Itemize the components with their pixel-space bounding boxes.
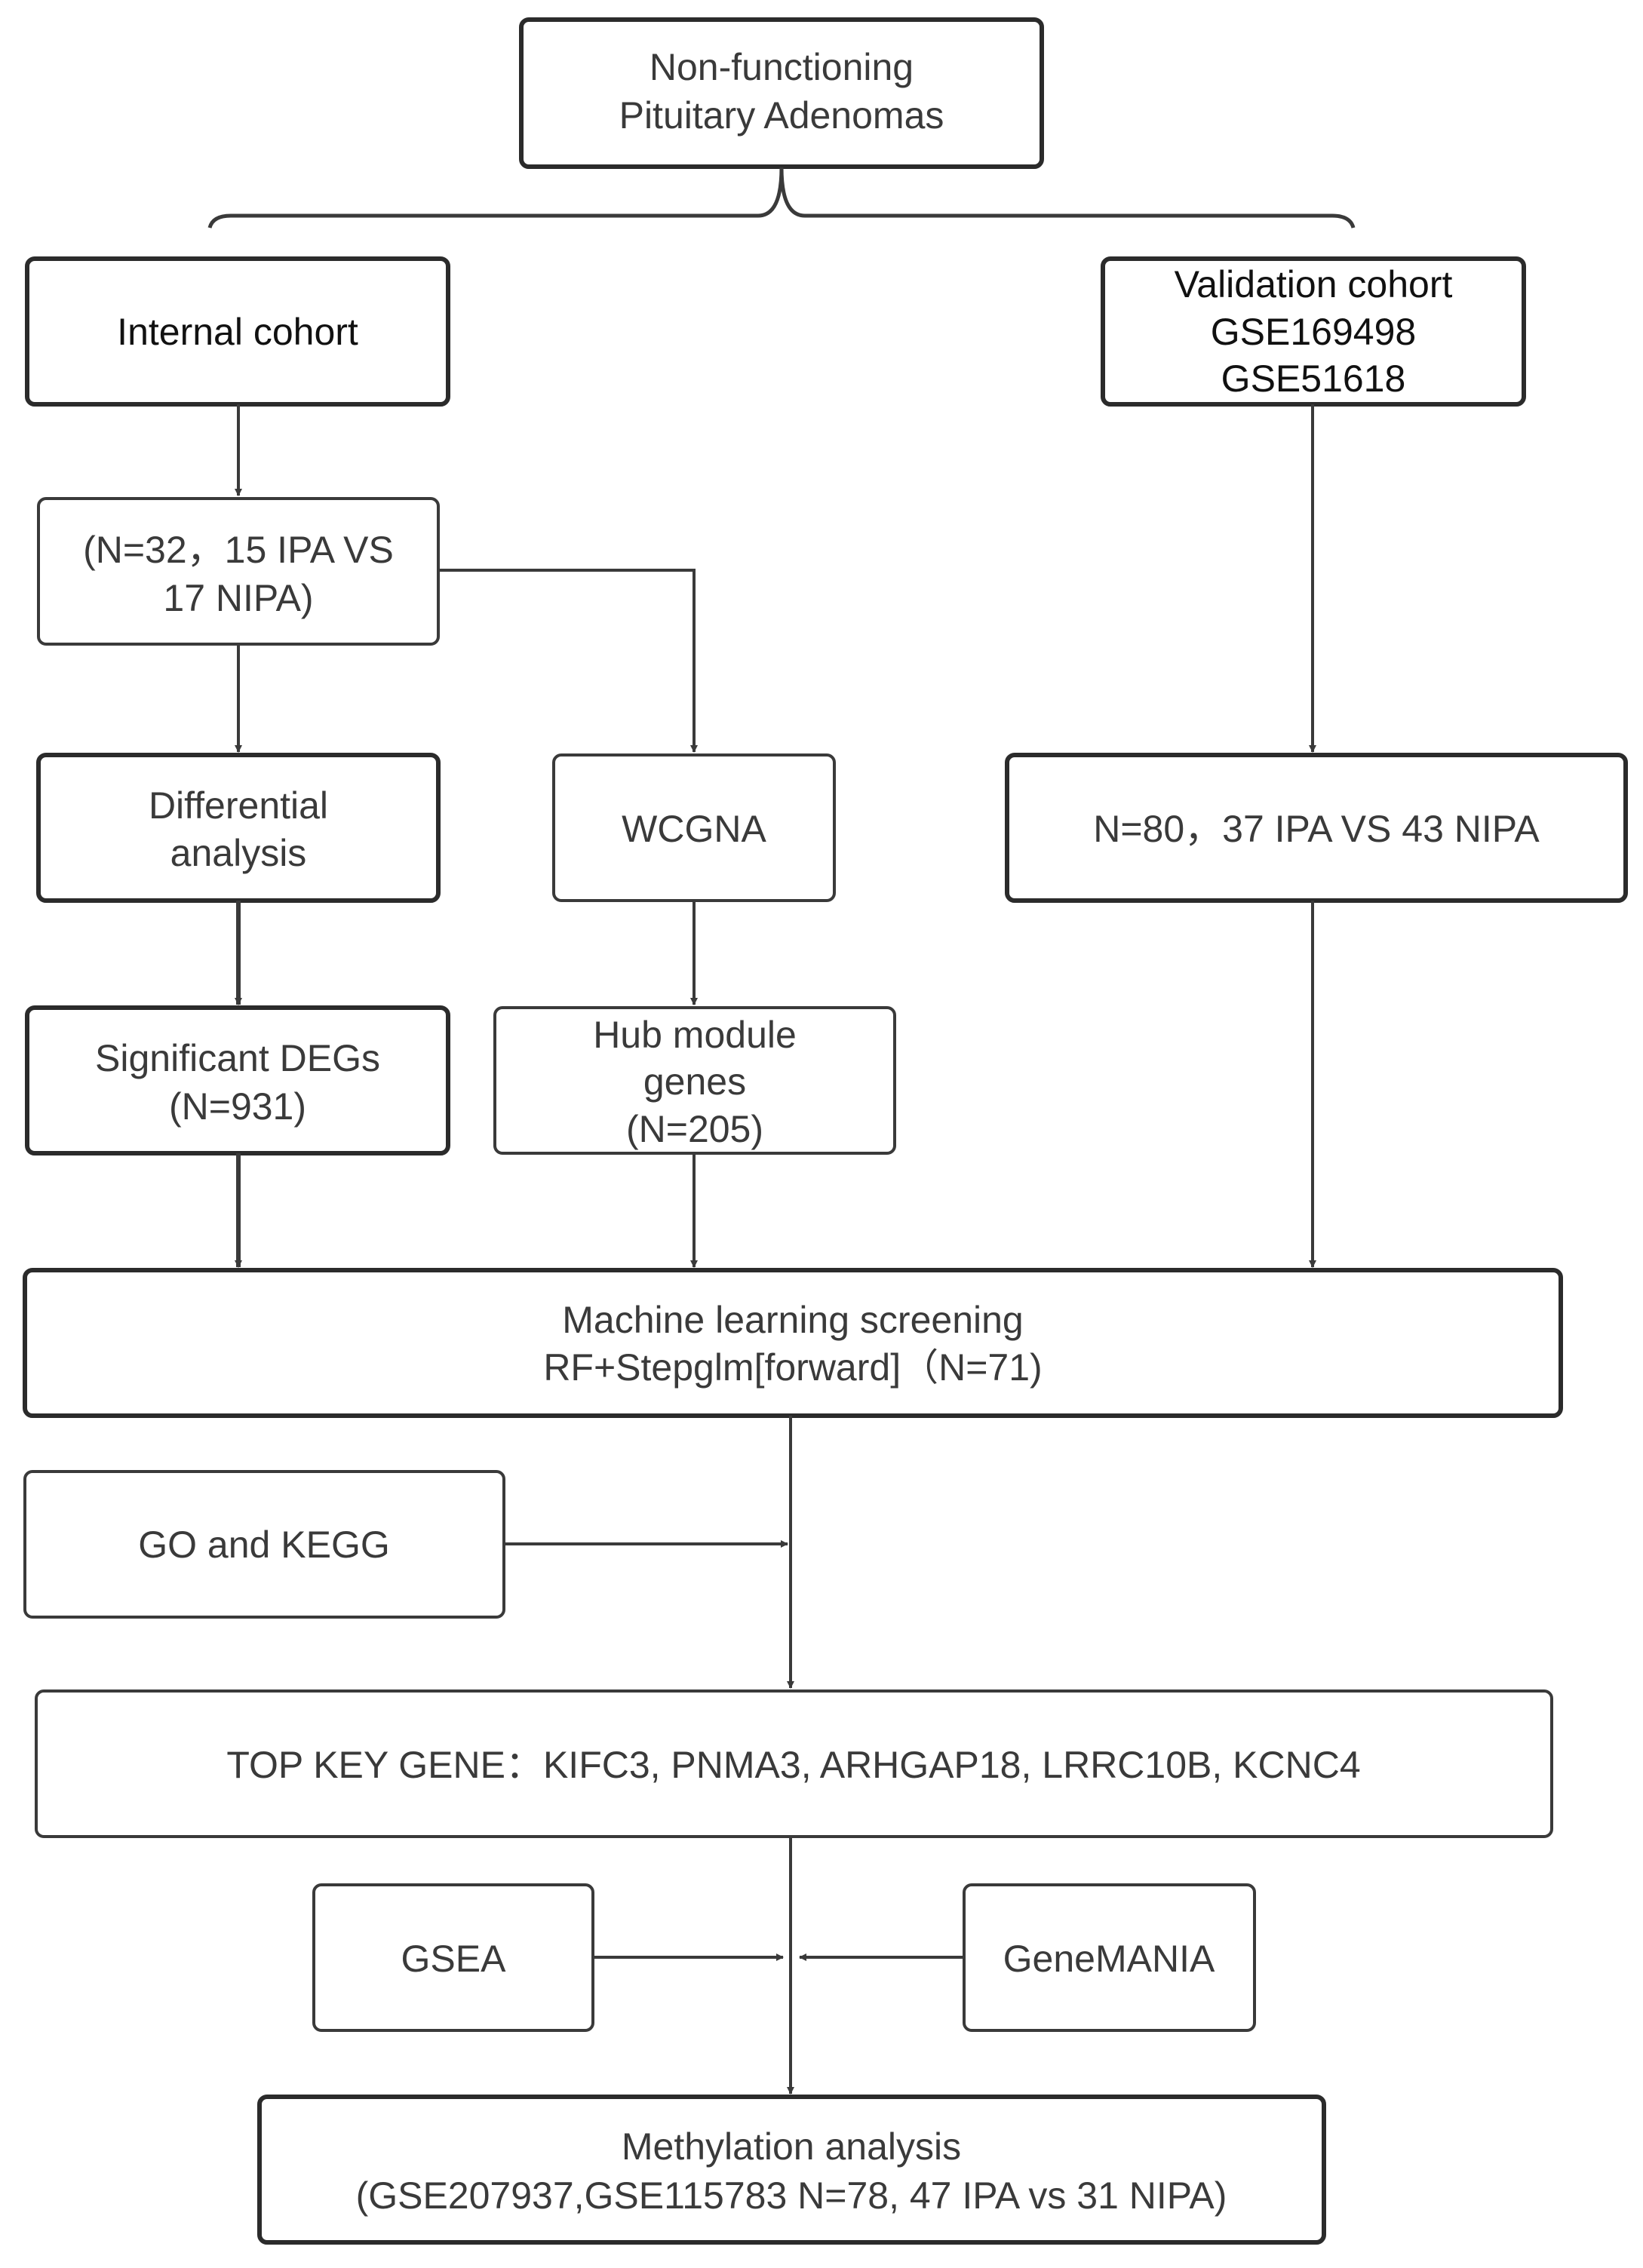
methylation-line1: Methylation analysis [622, 2125, 961, 2168]
node-internal-cohort: Internal cohort [25, 256, 450, 407]
root-label-line2: Pituitary Adenomas [619, 94, 944, 137]
internal-cohort-label: Internal cohort [117, 311, 358, 353]
top-key-gene-label: TOP KEY GENE：KIFC3, PNMA3, ARHGAP18, LRR… [226, 1744, 1360, 1786]
methylation-line2: (GSE207937,GSE115783 N=78, 47 IPA vs 31 … [356, 2174, 1227, 2217]
validation-cohort-line1: Validation cohort [1175, 263, 1453, 305]
gsea-label: GSEA [401, 1938, 507, 1980]
node-root: Non-functioning Pituitary Adenomas [519, 17, 1044, 169]
node-machine-learning: Machine learning screening RF+Stepglm[fo… [23, 1268, 1563, 1418]
node-validation-cohort: Validation cohort GSE169498 GSE51618 [1101, 256, 1526, 407]
hub-module-line3: (N=205) [626, 1108, 763, 1150]
genemania-label: GeneMANIA [1003, 1938, 1215, 1980]
validation-cohort-line2: GSE169498 [1211, 311, 1416, 353]
node-top-key-gene: TOP KEY GENE：KIFC3, PNMA3, ARHGAP18, LRR… [35, 1689, 1553, 1838]
node-genemania: GeneMANIA [963, 1883, 1256, 2032]
root-label-line1: Non-functioning [650, 46, 914, 88]
node-gsea: GSEA [312, 1883, 594, 2032]
go-kegg-label: GO and KEGG [138, 1524, 389, 1566]
hub-module-line1: Hub module [593, 1014, 797, 1056]
node-hub-module-genes: Hub module genes (N=205) [493, 1006, 896, 1155]
internal-samples-line1: (N=32，15 IPA VS [83, 529, 394, 571]
internal-samples-line2: 17 NIPA) [163, 577, 313, 619]
arrow-samples-to-wcgna [438, 569, 698, 753]
node-go-kegg: GO and KEGG [23, 1470, 505, 1619]
node-significant-degs: Significant DEGs (N=931) [25, 1005, 450, 1155]
validation-cohort-line3: GSE51618 [1221, 358, 1406, 400]
differential-analysis-line1: Differential [149, 784, 328, 827]
wcgna-label: WCGNA [622, 808, 766, 850]
hub-module-line2: genes [643, 1060, 746, 1103]
node-validation-samples: N=80，37 IPA VS 43 NIPA [1005, 753, 1628, 903]
machine-learning-line1: Machine learning screening [562, 1299, 1023, 1341]
significant-degs-line1: Significant DEGs [95, 1037, 380, 1079]
node-differential-analysis: Differential analysis [36, 753, 441, 903]
machine-learning-line2: RF+Stepglm[forward]（N=71) [543, 1346, 1042, 1389]
split-brace [207, 167, 1356, 229]
significant-degs-line2: (N=931) [169, 1085, 306, 1128]
differential-analysis-line2: analysis [170, 832, 307, 874]
validation-samples-label: N=80，37 IPA VS 43 NIPA [1093, 808, 1540, 850]
node-internal-samples: (N=32，15 IPA VS 17 NIPA) [37, 497, 440, 646]
node-wcgna: WCGNA [552, 753, 836, 902]
node-methylation: Methylation analysis (GSE207937,GSE11578… [257, 2095, 1326, 2245]
